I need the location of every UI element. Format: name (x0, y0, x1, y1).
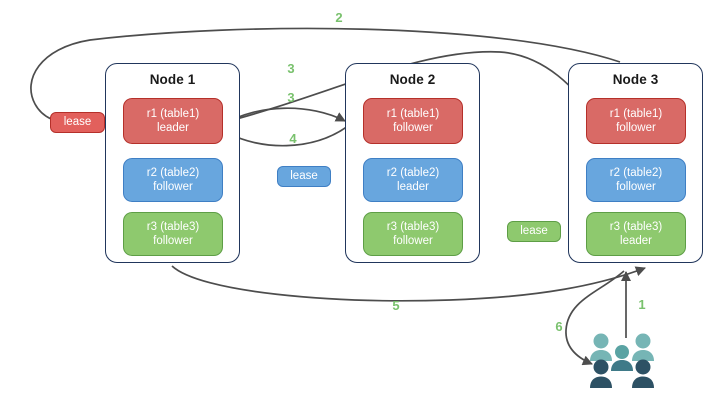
user-figure-front-left (590, 359, 612, 388)
replica-n3-r1-line2: follower (616, 122, 656, 134)
node-3-title: Node 3 (612, 72, 659, 87)
user-figure-back-left (590, 333, 612, 361)
replica-n1-r1-line1: r1 (table1) (146, 107, 200, 120)
node-2-title: Node 2 (389, 72, 436, 87)
lease-badge-blue[interactable]: lease (277, 166, 331, 187)
replica-n1-r3-line2: follower (153, 235, 193, 247)
node-2-container[interactable]: Node 2 r1 (table1) follower r2 (table2) … (345, 63, 480, 263)
replica-n3-r1-line1: r1 (table1) (609, 107, 663, 120)
replica-n3-r3-line2: leader (620, 235, 652, 247)
replica-n1-r2[interactable]: r2 (table2) follower (123, 158, 223, 202)
replica-n2-r1-line2: follower (393, 122, 433, 134)
replica-n2-r2[interactable]: r2 (table2) leader (363, 158, 463, 202)
step-label-1: 1 (638, 297, 646, 312)
replica-n1-r1-line2: leader (157, 122, 189, 134)
replica-n2-r2-line1: r2 (table2) (386, 166, 440, 179)
replica-n3-r2-line2: follower (616, 181, 656, 193)
step-label-6: 6 (555, 319, 563, 334)
users-group-icon (590, 333, 654, 388)
user-figure-front-right (632, 359, 654, 388)
replica-n2-r1-line1: r1 (table1) (386, 107, 440, 120)
user-figure-back-right (632, 333, 654, 361)
step-label-3-lower: 3 (287, 90, 295, 105)
lease-badge-red[interactable]: lease (50, 112, 105, 133)
replica-n3-r1[interactable]: r1 (table1) follower (586, 98, 686, 144)
replica-n3-r2-line1: r2 (table2) (609, 166, 663, 179)
step-label-4: 4 (289, 131, 297, 146)
user-figure-middle (611, 345, 633, 371)
arrow-step-3-lower (223, 107, 346, 125)
replica-n1-r2-line1: r2 (table2) (146, 166, 200, 179)
step-label-2: 2 (335, 10, 343, 25)
lease-badge-green-label: lease (520, 225, 548, 237)
node-3-container[interactable]: Node 3 r1 (table1) follower r2 (table2) … (568, 63, 703, 263)
replica-n2-r3-line1: r3 (table3) (386, 220, 440, 233)
node-1-title: Node 1 (149, 72, 196, 87)
replica-n1-r1[interactable]: r1 (table1) leader (123, 98, 223, 144)
replica-n3-r2[interactable]: r2 (table2) follower (586, 158, 686, 202)
step-label-3-upper: 3 (287, 61, 295, 76)
node-1-container[interactable]: Node 1 r1 (table1) leader r2 (table2) fo… (105, 63, 240, 263)
arrow-step-5 (171, 265, 646, 302)
lease-badge-red-label: lease (63, 116, 92, 128)
replica-n2-r3-line2: follower (393, 235, 433, 247)
replica-n1-r3-line1: r3 (table3) (146, 220, 200, 233)
step-label-5: 5 (392, 298, 400, 313)
replica-n1-r3[interactable]: r3 (table3) follower (123, 212, 223, 256)
replica-n3-r3-line1: r3 (table3) (609, 220, 663, 233)
replica-n2-r1[interactable]: r1 (table1) follower (363, 98, 463, 144)
replica-n2-r2-line2: leader (397, 181, 429, 193)
replica-n2-r3[interactable]: r3 (table3) follower (363, 212, 463, 256)
replica-n3-r3[interactable]: r3 (table3) leader (586, 212, 686, 256)
lease-badge-blue-label: lease (290, 170, 318, 182)
replica-n1-r2-line2: follower (153, 181, 193, 193)
lease-badge-green[interactable]: lease (507, 221, 561, 242)
